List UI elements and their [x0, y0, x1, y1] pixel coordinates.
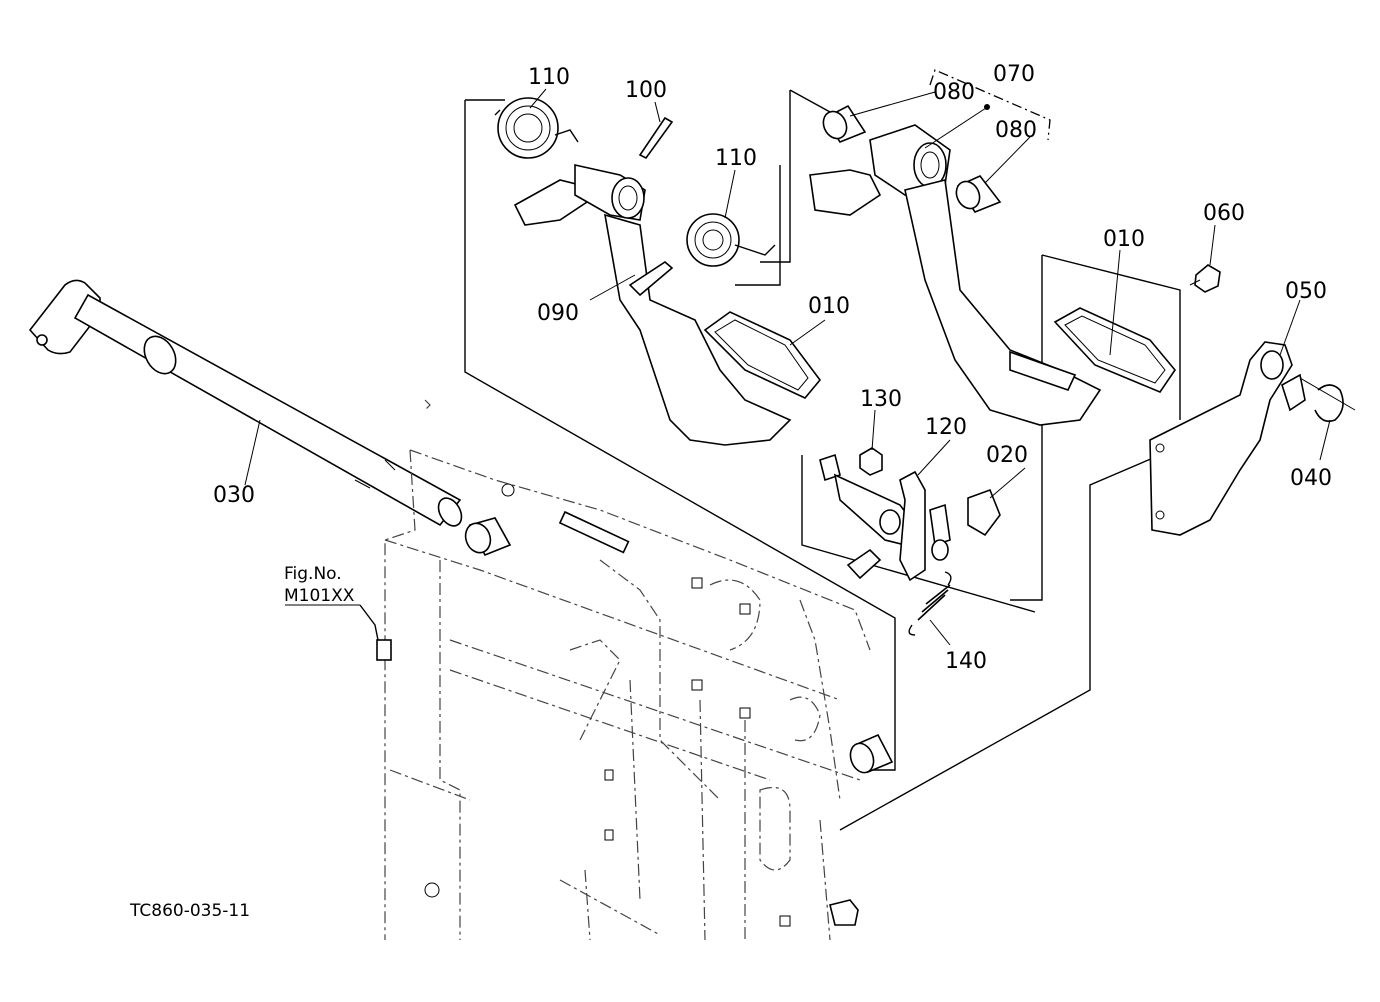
pedal-pad-010-left — [703, 311, 822, 399]
label-010-right: 010 — [1103, 227, 1145, 252]
label-010-left: 010 — [808, 294, 850, 319]
group-outline-lever — [801, 455, 1036, 613]
label-070: 070 — [993, 62, 1035, 87]
fig-ref-line1: Fig.No. — [284, 564, 342, 584]
pin-100 — [638, 116, 674, 160]
label-020: 020 — [986, 443, 1028, 468]
right-pedal-arm — [809, 124, 1102, 426]
label-100: 100 — [625, 78, 667, 103]
lever-120 — [819, 453, 951, 582]
fig-ref-line2: M101XX — [284, 586, 355, 606]
bushing-shaft-end — [464, 517, 512, 557]
bushing-080-right — [955, 175, 1002, 213]
label-090: 090 — [537, 301, 579, 326]
label-110-left: 110 — [528, 65, 570, 90]
spring-110-left — [494, 97, 579, 159]
label-140: 140 — [945, 649, 987, 674]
label-120: 120 — [925, 415, 967, 440]
label-060: 060 — [1203, 201, 1245, 226]
group-outline-left-pedal — [464, 99, 896, 771]
label-110-right: 110 — [715, 146, 757, 171]
leader-bracket-050 — [839, 454, 1161, 831]
bushing-080-left — [822, 104, 867, 143]
label-130: 130 — [860, 387, 902, 412]
label-030: 030 — [213, 483, 255, 508]
pedal-pad-010-right — [1053, 307, 1177, 393]
leader-lines — [244, 69, 1331, 646]
label-040: 040 — [1290, 466, 1332, 491]
label-080-top: 080 — [933, 80, 975, 105]
bracket-050 — [1149, 341, 1306, 536]
snap-ring-040 — [1299, 377, 1356, 423]
bushing-lower — [849, 733, 894, 774]
shaft-030 — [28, 279, 463, 527]
label-050: 050 — [1285, 279, 1327, 304]
bolt-060 — [1189, 264, 1221, 293]
drawing-code: TC860-035-11 — [129, 901, 250, 921]
cap-020 — [967, 488, 1001, 537]
spring-110-right — [686, 213, 776, 267]
bolt-130 — [859, 447, 883, 476]
spring-140 — [908, 571, 952, 636]
tractor-frame-ghost — [376, 399, 871, 941]
label-080-bottom: 080 — [995, 118, 1037, 143]
left-pedal-arm — [513, 164, 792, 446]
